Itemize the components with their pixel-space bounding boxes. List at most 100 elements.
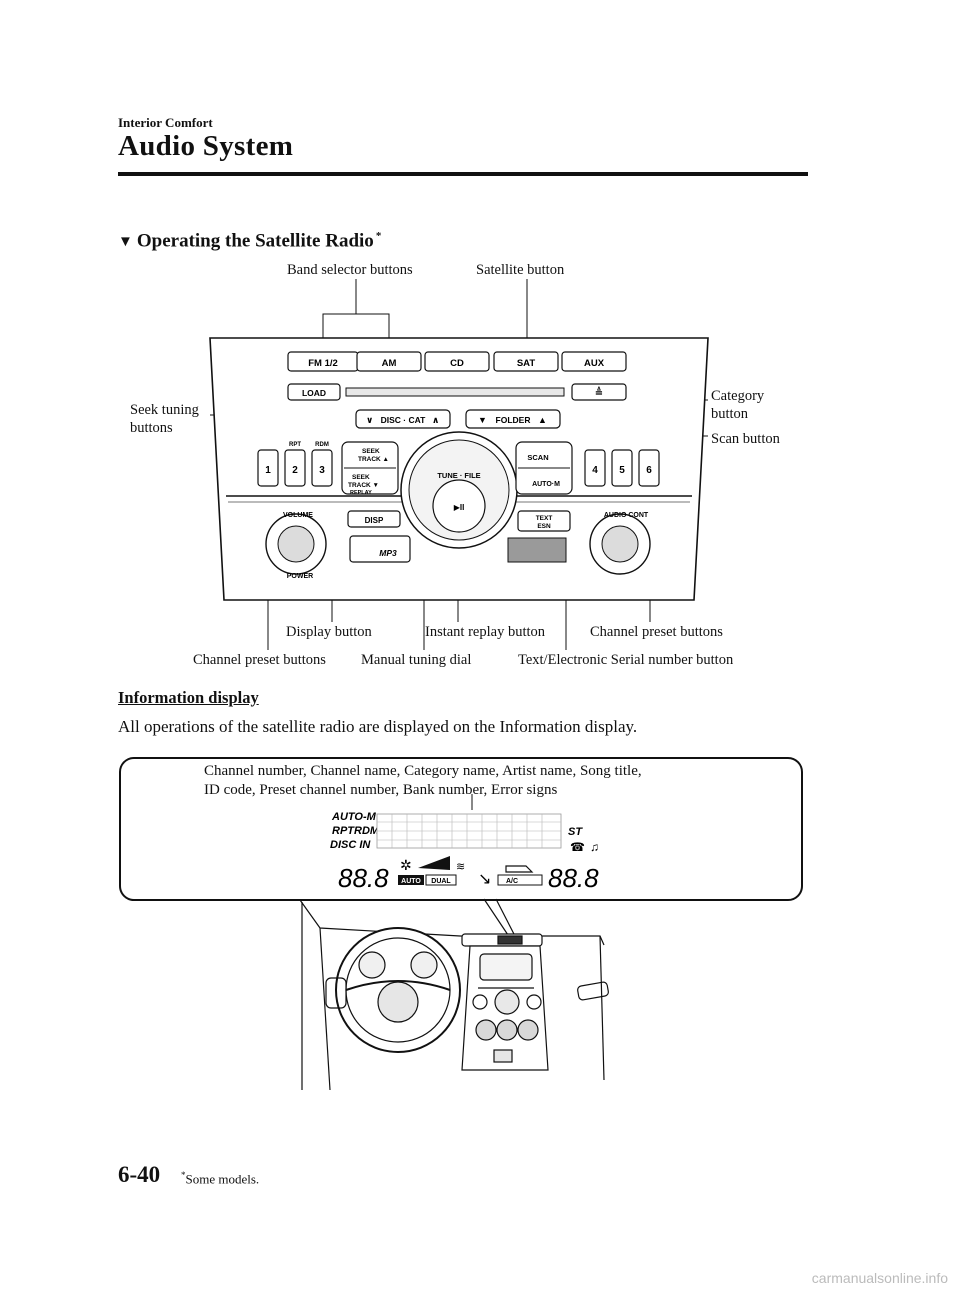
load-button[interactable] <box>287 383 341 401</box>
lcd-note-line2: ID code, Preset channel number, Bank num… <box>204 782 558 798</box>
lcd-st: ST <box>568 826 583 838</box>
disc-cat-button[interactable] <box>355 409 451 429</box>
subsection-title-text: Operating the Satellite Radio <box>136 230 374 252</box>
header-rule <box>118 172 808 176</box>
callout-band-selector: Band selector buttons <box>287 262 413 278</box>
fan-icon: ✲ <box>400 857 412 873</box>
info-display-illustration: AUTO-M RPTRDM DISC IN ST ☎ ♫ 88.8 AUTO D… <box>119 757 803 1091</box>
load-button-label: LOAD <box>302 388 326 398</box>
aux-button[interactable] <box>561 351 627 372</box>
callout-satellite-button: Satellite button <box>476 262 565 278</box>
eject-icon: ≜ <box>595 386 603 399</box>
footnote-asterisk: * <box>181 1170 186 1180</box>
lcd-ac-label: A/C <box>506 878 518 885</box>
lcd-segment-right: 88.8 <box>548 863 599 893</box>
lcd-note-line1: Channel number, Channel name, Category n… <box>204 763 642 779</box>
text-esn-label-2: ESN <box>537 523 551 530</box>
callout-manual-tuning: Manual tuning dial <box>361 652 472 668</box>
seek-up-label-2: TRACK ▲ <box>358 456 389 463</box>
dashboard-illustration <box>299 899 609 1091</box>
info-display-paragraph: All operations of the satellite radio ar… <box>118 717 638 736</box>
replay-label: REPLAY <box>350 490 372 496</box>
preset-6-button[interactable] <box>638 449 660 487</box>
am-button-label: AM <box>382 358 397 369</box>
preset-2-label: 2 <box>292 465 298 476</box>
lcd-ac-badge <box>497 874 543 886</box>
play-pause-button[interactable] <box>432 479 486 533</box>
callout-seek-tuning-line2: buttons <box>130 420 173 436</box>
eject-button[interactable] <box>571 383 627 401</box>
disp-button[interactable] <box>347 510 401 528</box>
callout-category-line2: button <box>711 406 749 422</box>
preset-4-button[interactable] <box>584 449 606 487</box>
fm-button-label: FM 1/2 <box>308 358 338 369</box>
watermark: carmanualsonline.info <box>811 1270 948 1286</box>
section-label: Interior Comfort <box>118 115 213 130</box>
ir-sensor-window <box>507 537 567 563</box>
disc-cat-down-icon: ∨ <box>366 415 373 425</box>
text-esn-label-1: TEXT <box>536 515 553 522</box>
music-note-icon: ♫ <box>590 840 599 854</box>
cd-button[interactable] <box>424 351 490 372</box>
disc-cat-up-icon: ∧ <box>432 415 439 425</box>
recirc-car-icon <box>505 865 534 873</box>
lcd-segment-left: 88.8 <box>338 863 389 893</box>
triangle-marker-icon: ▼ <box>118 234 133 251</box>
cd-slot <box>345 387 565 397</box>
preset-5-label: 5 <box>619 465 625 476</box>
page-number: 6-40 <box>118 1162 161 1187</box>
disc-cat-label: DISC · CAT <box>381 415 427 425</box>
callout-text-esn: Text/Electronic Serial number button <box>518 652 734 668</box>
text-esn-button[interactable] <box>517 510 571 532</box>
callout-scan-button: Scan button <box>711 431 780 447</box>
callout-seek-tuning-line1: Seek tuning <box>130 402 199 418</box>
preset-5-button[interactable] <box>611 449 633 487</box>
footnote: *Some models. <box>181 1170 259 1187</box>
lcd-auto-label: AUTO <box>401 878 421 885</box>
sat-button-label: SAT <box>517 358 535 369</box>
preset-6-label: 6 <box>646 465 652 476</box>
lcd-dual-label: DUAL <box>431 878 451 885</box>
power-label: POWER <box>287 573 313 580</box>
lcd-rpt-rdm: RPTRDM <box>332 825 380 837</box>
folder-up-icon: ▲ <box>538 415 547 425</box>
fan-speed-bar-icon <box>418 856 450 870</box>
mp3-label: MP3 <box>379 548 397 558</box>
folder-button[interactable] <box>465 409 561 429</box>
folder-label: FOLDER <box>496 415 531 425</box>
callout-display-button: Display button <box>286 624 372 640</box>
aux-button-label: AUX <box>584 358 605 369</box>
folder-down-icon: ▼ <box>478 415 487 425</box>
footnote-text: Some models. <box>185 1171 260 1187</box>
band-buttons: FM 1/2 AM CD SAT AUX <box>287 351 627 372</box>
volume-label: VOLUME <box>283 512 313 519</box>
lcd-auto-badge <box>398 875 424 885</box>
preset-1-button[interactable] <box>257 449 279 487</box>
scan-label: SCAN <box>527 453 548 462</box>
play-pause-icon: ▶II <box>454 503 465 512</box>
defrost-icon: ≋ <box>456 861 465 873</box>
cd-button-label: CD <box>450 358 464 369</box>
preset-buttons-right: 4 5 6 <box>584 449 660 487</box>
some-models-asterisk: * <box>375 230 382 242</box>
preset-1-label: 1 <box>265 465 271 476</box>
preset-2-button[interactable] <box>284 449 306 487</box>
am-button[interactable] <box>356 351 422 372</box>
rpt-tag: RPT <box>289 442 301 448</box>
callout-channel-preset-right: Channel preset buttons <box>590 624 723 640</box>
info-display-heading: Information display <box>118 688 259 707</box>
lcd-disc-in: DISC IN <box>330 839 371 851</box>
tune-file-label: TUNE · FILE <box>437 471 480 480</box>
page-title: Audio System <box>118 130 294 162</box>
lcd-auto-m: AUTO-M <box>331 811 377 823</box>
preset-3-button[interactable] <box>311 449 333 487</box>
sat-button[interactable] <box>493 351 559 372</box>
lcd-dual-badge <box>425 874 457 886</box>
audio-cont-label: AUDIO CONT <box>604 512 649 519</box>
auto-m-label: AUTO·M <box>532 481 560 488</box>
callout-channel-preset-left: Channel preset buttons <box>193 652 326 668</box>
subsection-title: ▼Operating the Satellite Radio* <box>118 230 381 252</box>
disp-label: DISP <box>365 516 384 525</box>
radio-panel-illustration: FM 1/2 AM CD SAT AUX LOAD ≜ ∨ DISC · CAT… <box>209 279 709 650</box>
rdm-tag: RDM <box>315 442 329 448</box>
